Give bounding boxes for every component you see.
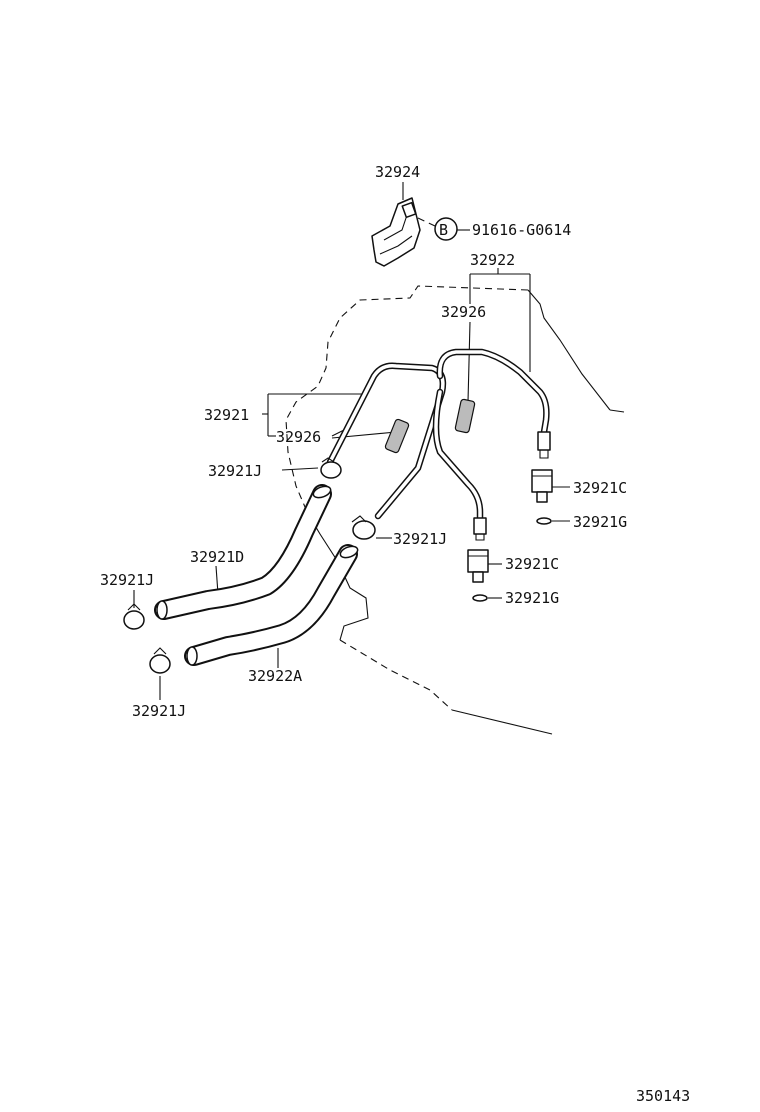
gasket-upper (536, 517, 552, 525)
sleeve-upper (454, 398, 476, 434)
label-sleeve-upper: 32926 (441, 303, 486, 321)
label-bolt: 91616-G0614 (472, 221, 571, 239)
hose-32921d (154, 484, 332, 620)
label-gasket-upper: 32921G (573, 513, 627, 531)
clamp-left-upper (123, 603, 145, 630)
part-labels: 32924 91616-G0614 32922 32926 32921 3292… (100, 163, 690, 1105)
gasket-lower (472, 594, 488, 602)
union-lower (467, 549, 489, 583)
pipe-fitting-left (473, 517, 487, 541)
union-upper (531, 469, 553, 503)
leader-lines (133, 182, 570, 700)
clamp-mid (351, 515, 376, 540)
label-union-lower: 32921C (505, 555, 559, 573)
label-pipe-set-right: 32922 (470, 251, 515, 269)
sleeve-lower (384, 418, 410, 454)
label-gasket-lower: 32921G (505, 589, 559, 607)
label-clamp-upper: 32921J (208, 462, 262, 480)
transmission-case-outline (285, 285, 625, 735)
bracket-32924 (371, 197, 421, 267)
label-hose-a: 32922A (248, 667, 302, 685)
clamp-left-lower (149, 647, 171, 674)
label-union-upper: 32921C (573, 479, 627, 497)
label-hose-d: 32921D (190, 548, 244, 566)
label-clamp-left-lower: 32921J (132, 702, 186, 720)
hose-32922a (184, 544, 359, 666)
figure-number: 350143 (636, 1087, 690, 1105)
pipe-fitting-right (537, 431, 551, 459)
label-sleeve-lower: 32926 (276, 428, 321, 446)
clamp-upper (320, 457, 342, 479)
bolt-marker-b: B (417, 217, 458, 241)
metal-pipes (326, 348, 550, 524)
bolt-marker-text: B (439, 221, 448, 239)
label-clamp-mid: 32921J (393, 530, 447, 548)
label-pipe-set-left: 32921 (204, 406, 249, 424)
label-clamp-left-upper: 32921J (100, 571, 154, 589)
label-bracket: 32924 (375, 163, 420, 181)
